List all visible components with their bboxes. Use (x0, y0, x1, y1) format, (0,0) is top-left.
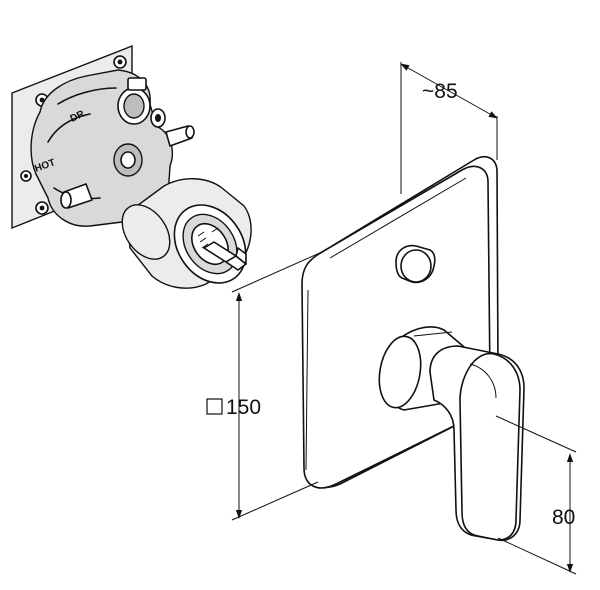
top-outlet (117, 77, 166, 128)
plate-screw (35, 201, 49, 215)
handle-dimension: 80 (495, 415, 577, 575)
depth-dimension: ~85 (400, 62, 498, 194)
lower-nozzle (60, 183, 93, 209)
concealed-valve-body: DR HOT (11, 44, 195, 230)
depth-label: ~85 (422, 80, 458, 103)
square-dimension: 150 (206, 251, 323, 521)
handle-height-label: 80 (552, 506, 575, 529)
valve-cartridge (121, 178, 252, 289)
square-symbol-icon (206, 398, 223, 415)
plate-screw (113, 55, 127, 69)
diverter-button (395, 244, 436, 284)
lever-handle (429, 345, 525, 542)
plate-screw (20, 170, 32, 182)
side-pipe (165, 125, 195, 147)
square-size-label: 150 (226, 396, 261, 419)
